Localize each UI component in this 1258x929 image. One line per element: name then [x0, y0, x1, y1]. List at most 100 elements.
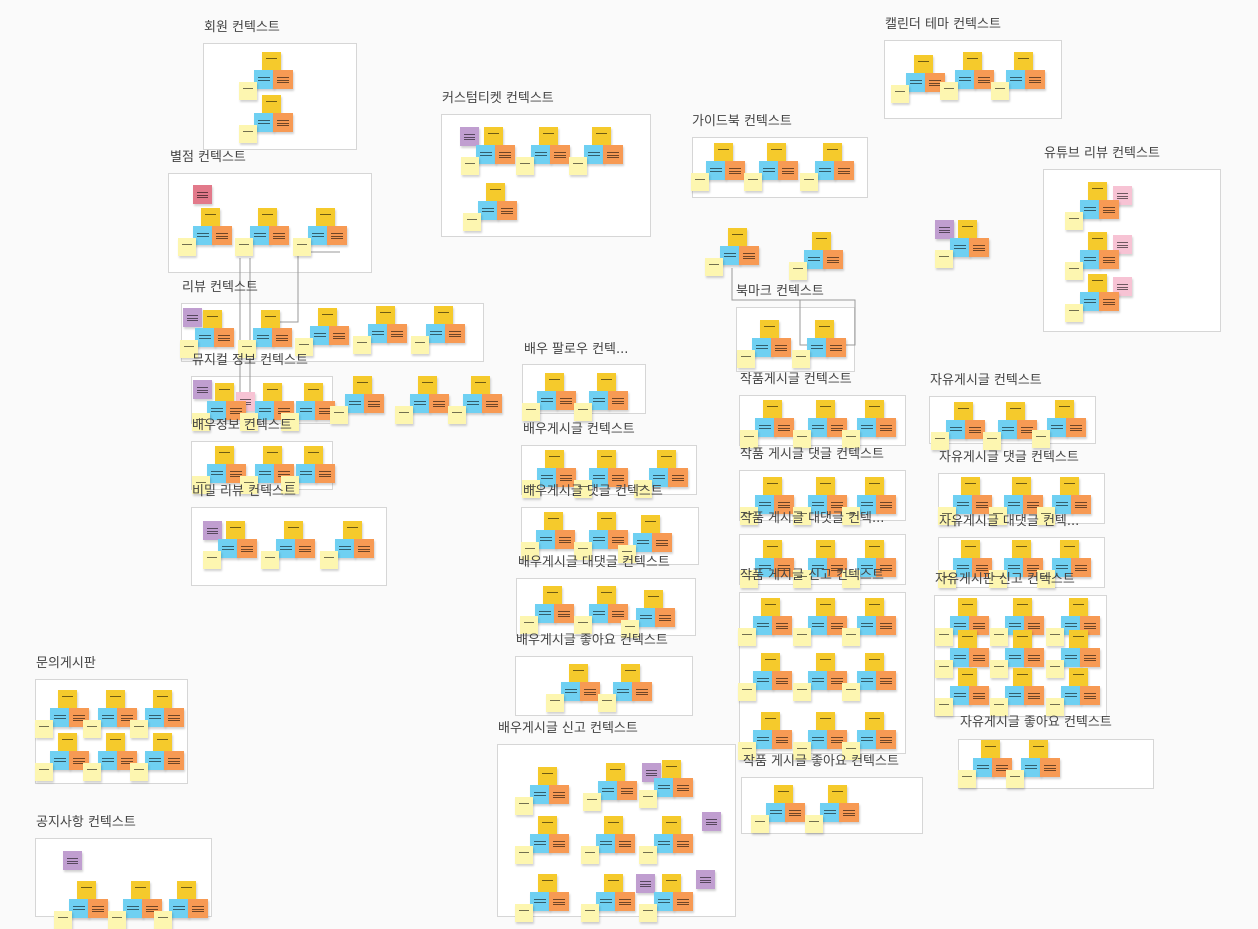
- sticky-note-blue[interactable]: [953, 495, 973, 514]
- sticky-note-yellow[interactable]: [545, 373, 564, 391]
- sticky-note-yellow[interactable]: [816, 477, 835, 495]
- sticky-note-orange[interactable]: [785, 803, 805, 822]
- sticky-note-lightyellow[interactable]: [793, 742, 811, 760]
- sticky-note-orange[interactable]: [603, 145, 623, 164]
- sticky-note-blue[interactable]: [857, 558, 877, 577]
- sticky-note-lightyellow[interactable]: [931, 432, 949, 450]
- sticky-note-yellow[interactable]: [304, 446, 323, 464]
- sticky-note-lightyellow[interactable]: [935, 698, 953, 716]
- sticky-note-yellow[interactable]: [958, 668, 977, 686]
- sticky-note-yellow[interactable]: [597, 373, 616, 391]
- sticky-note-orange[interactable]: [725, 161, 745, 180]
- sticky-note-orange[interactable]: [652, 533, 672, 552]
- sticky-note-purple[interactable]: [702, 812, 721, 831]
- sticky-note-lightyellow[interactable]: [522, 403, 540, 421]
- sticky-note-blue[interactable]: [98, 708, 118, 727]
- sticky-note-lightyellow[interactable]: [789, 262, 807, 280]
- sticky-note-blue[interactable]: [98, 751, 118, 770]
- sticky-note-orange[interactable]: [876, 558, 896, 577]
- sticky-note-lightyellow[interactable]: [130, 720, 148, 738]
- sticky-note-lightyellow[interactable]: [108, 911, 126, 929]
- sticky-note-yellow[interactable]: [353, 376, 372, 394]
- sticky-note-yellow[interactable]: [538, 767, 557, 785]
- sticky-note-yellow[interactable]: [106, 733, 125, 751]
- sticky-note-lightyellow[interactable]: [353, 336, 371, 354]
- sticky-note-lightyellow[interactable]: [842, 430, 860, 448]
- sticky-note-lightyellow[interactable]: [581, 846, 599, 864]
- sticky-note-blue[interactable]: [207, 401, 227, 420]
- sticky-note-blue[interactable]: [1052, 558, 1072, 577]
- sticky-note-pink[interactable]: [1113, 235, 1132, 254]
- sticky-note-blue[interactable]: [476, 145, 496, 164]
- sticky-note-purple[interactable]: [460, 127, 479, 146]
- sticky-note-yellow[interactable]: [981, 740, 1000, 758]
- sticky-note-orange[interactable]: [429, 394, 449, 413]
- sticky-note-yellow[interactable]: [865, 598, 884, 616]
- sticky-note-blue[interactable]: [598, 781, 618, 800]
- sticky-note-lightyellow[interactable]: [293, 238, 311, 256]
- sticky-note-orange[interactable]: [315, 464, 335, 483]
- sticky-note-blue[interactable]: [589, 604, 609, 623]
- sticky-note-yellow[interactable]: [316, 208, 335, 226]
- sticky-note-purple[interactable]: [696, 870, 715, 889]
- sticky-note-orange[interactable]: [495, 145, 515, 164]
- sticky-note-blue[interactable]: [808, 558, 828, 577]
- sticky-note-lightyellow[interactable]: [935, 660, 953, 678]
- sticky-note-yellow[interactable]: [816, 400, 835, 418]
- sticky-note-blue[interactable]: [276, 539, 296, 558]
- sticky-note-blue[interactable]: [195, 328, 215, 347]
- sticky-note-yellow[interactable]: [963, 52, 982, 70]
- sticky-note-blue[interactable]: [530, 892, 550, 911]
- sticky-note-blue[interactable]: [808, 616, 828, 635]
- sticky-note-lightyellow[interactable]: [574, 616, 592, 634]
- sticky-note-orange[interactable]: [364, 394, 384, 413]
- sticky-note-orange[interactable]: [1099, 250, 1119, 269]
- sticky-note-yellow[interactable]: [318, 308, 337, 326]
- sticky-note-lightyellow[interactable]: [35, 763, 53, 781]
- sticky-note-lightyellow[interactable]: [178, 238, 196, 256]
- sticky-note-blue[interactable]: [255, 401, 275, 420]
- sticky-note-orange[interactable]: [329, 326, 349, 345]
- sticky-note-lightyellow[interactable]: [958, 770, 976, 788]
- sticky-note-blue[interactable]: [1047, 418, 1067, 437]
- sticky-note-orange[interactable]: [969, 686, 989, 705]
- sticky-note-yellow[interactable]: [434, 306, 453, 324]
- sticky-note-lightyellow[interactable]: [583, 793, 601, 811]
- sticky-note-purple[interactable]: [935, 220, 954, 239]
- sticky-note-lightyellow[interactable]: [793, 628, 811, 646]
- sticky-note-lightyellow[interactable]: [395, 406, 413, 424]
- sticky-note-lightyellow[interactable]: [574, 403, 592, 421]
- sticky-note-blue[interactable]: [50, 708, 70, 727]
- sticky-note-orange[interactable]: [876, 671, 896, 690]
- sticky-note-yellow[interactable]: [226, 521, 245, 539]
- sticky-note-orange[interactable]: [834, 161, 854, 180]
- sticky-note-orange[interactable]: [608, 604, 628, 623]
- sticky-note-orange[interactable]: [673, 834, 693, 853]
- sticky-note-blue[interactable]: [308, 226, 328, 245]
- sticky-note-blue[interactable]: [207, 464, 227, 483]
- sticky-note-orange[interactable]: [1071, 558, 1091, 577]
- sticky-note-orange[interactable]: [969, 238, 989, 257]
- sticky-note-yellow[interactable]: [58, 690, 77, 708]
- sticky-note-yellow[interactable]: [606, 763, 625, 781]
- sticky-note-yellow[interactable]: [486, 183, 505, 201]
- sticky-note-lightyellow[interactable]: [546, 694, 564, 712]
- sticky-note-lightyellow[interactable]: [639, 904, 657, 922]
- sticky-note-blue[interactable]: [753, 730, 773, 749]
- sticky-note-yellow[interactable]: [1060, 477, 1079, 495]
- sticky-note-lightyellow[interactable]: [938, 570, 956, 588]
- sticky-note-blue[interactable]: [463, 394, 483, 413]
- sticky-note-yellow[interactable]: [1014, 52, 1033, 70]
- sticky-note-lightyellow[interactable]: [35, 720, 53, 738]
- sticky-note-blue[interactable]: [973, 758, 993, 777]
- sticky-note-orange[interactable]: [839, 803, 859, 822]
- sticky-note-orange[interactable]: [774, 418, 794, 437]
- sticky-note-lightyellow[interactable]: [83, 763, 101, 781]
- sticky-note-yellow[interactable]: [261, 310, 280, 328]
- sticky-note-blue[interactable]: [720, 246, 740, 265]
- sticky-note-yellow[interactable]: [1013, 668, 1032, 686]
- sticky-note-blue[interactable]: [753, 616, 773, 635]
- sticky-note-yellow[interactable]: [77, 881, 96, 899]
- sticky-note-blue[interactable]: [950, 238, 970, 257]
- sticky-note-lightyellow[interactable]: [740, 570, 758, 588]
